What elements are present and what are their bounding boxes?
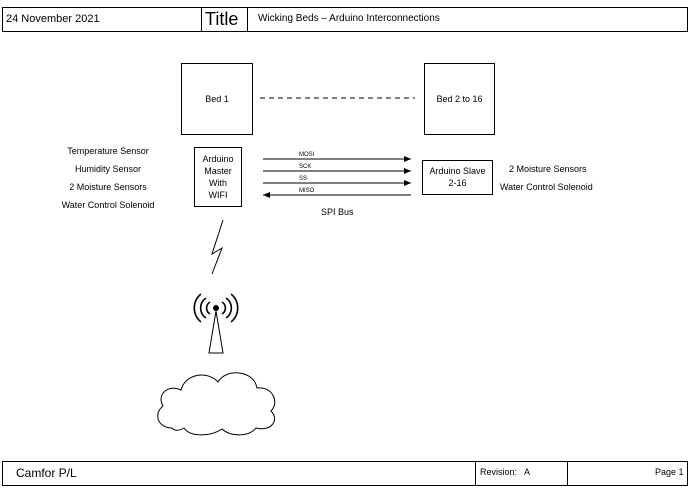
bed-1-box [181, 63, 253, 135]
arduino-master-box [194, 147, 242, 207]
arduino-slave-box [422, 160, 493, 195]
bed-1-label: Bed 1 [205, 94, 229, 104]
header-title-text: Wicking Beds – Arduino Interconnections [258, 13, 440, 24]
wireless-link-icon [211, 219, 224, 275]
master-sensor-solenoid: Water Control Solenoid [61, 200, 155, 210]
header-date: 24 November 2021 [6, 13, 100, 25]
master-sensor-temperature: Temperature Sensor [67, 146, 149, 156]
arduino-master-line-2: Master [204, 166, 232, 176]
spi-bus-label: SPI Bus [321, 207, 354, 217]
spi-ss-label: SS [299, 176, 308, 182]
bed-2-16-label: Bed 2 to 16 [436, 94, 483, 104]
slave-sensor-solenoid: Water Control Solenoid [500, 182, 593, 192]
spi-arrows [263, 156, 411, 198]
header-bar [2, 7, 688, 32]
spi-mosi-label: MOSI [299, 152, 315, 158]
spi-miso-label: MISO [299, 188, 315, 194]
arduino-master-line-4: WIFI [208, 190, 228, 200]
footer-company: Camfor P/L [16, 466, 77, 480]
footer-divider-1 [475, 461, 476, 486]
bed-connector-dashed [260, 97, 415, 99]
header-divider-1 [201, 7, 202, 32]
slave-sensor-moisture: 2 Moisture Sensors [509, 164, 587, 174]
footer-divider-2 [567, 461, 568, 486]
master-sensor-moisture: 2 Moisture Sensors [69, 182, 147, 192]
antenna-tower-icon [193, 293, 239, 354]
arduino-slave-line-1: Arduino Slave [429, 166, 486, 176]
footer-revision-label: Revision: [480, 467, 518, 477]
cloud-icon [157, 372, 276, 436]
footer-bar [2, 461, 688, 486]
bed-2-16-box [424, 63, 495, 135]
master-sensor-humidity: Humidity Sensor [74, 164, 142, 174]
footer-revision-value: A [524, 467, 531, 477]
arduino-master-line-3: With [209, 178, 227, 188]
header-divider-2 [247, 7, 248, 32]
header-title-label: Title [205, 9, 239, 29]
footer-page: Page 1 [655, 467, 684, 477]
arduino-master-line-1: Arduino [202, 154, 234, 164]
arduino-slave-line-2: 2-16 [448, 178, 467, 188]
spi-sck-label: SCK [299, 164, 312, 170]
